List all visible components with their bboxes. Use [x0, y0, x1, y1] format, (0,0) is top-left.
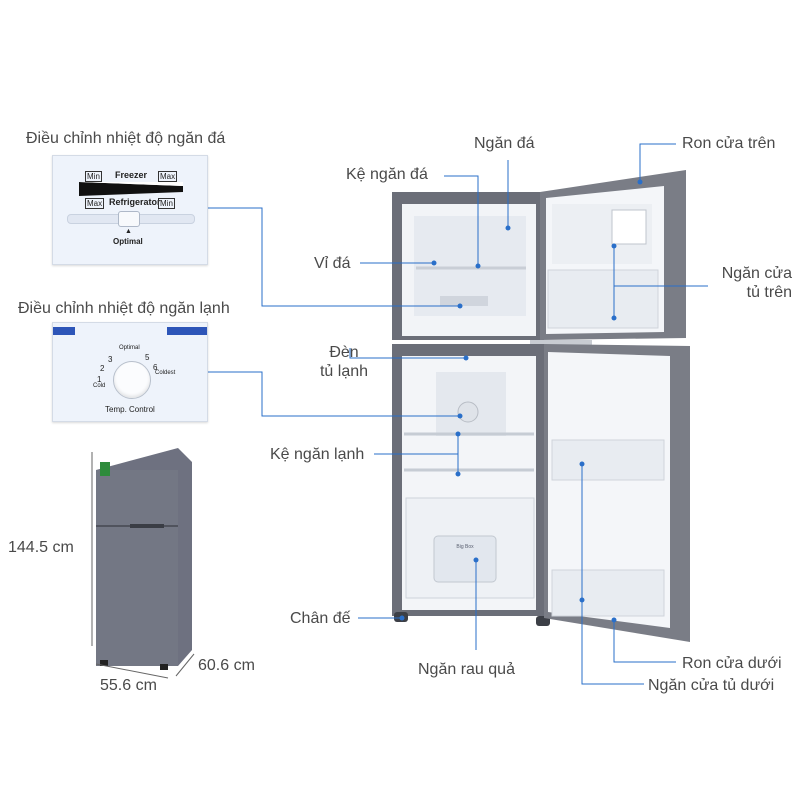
- freezer-gradient-bar: [79, 182, 183, 196]
- freezer-min-label: Min: [85, 171, 102, 182]
- freezer-optimal-label: Optimal: [113, 237, 143, 246]
- label-light: Đèn tủ lạnh: [304, 343, 384, 381]
- freezer-title: Freezer: [115, 170, 148, 180]
- dial-optimal-label: Optimal: [119, 345, 140, 351]
- dial-mark-2: 2: [100, 364, 105, 373]
- fridge-control-panel: 1 Cold 2 3 Optimal 5 6 Coldest Temp. Con…: [52, 322, 208, 422]
- fridge-panel-strip-right: [167, 327, 207, 335]
- dial-coldest-label: Coldest: [155, 370, 176, 376]
- fridge-temp-control-label: Điều chỉnh nhiệt độ ngăn lạnh: [18, 300, 230, 317]
- freezer-optimal-marker-icon: ▲: [125, 228, 132, 235]
- label-top-door-bin-line1: Ngăn cửa: [721, 265, 792, 282]
- refrigerator-title: Refrigerator: [109, 197, 161, 207]
- label-bottom-door-bin: Ngăn cửa tủ dưới: [648, 677, 775, 694]
- label-top-door-bin-line2: tủ trên: [746, 284, 792, 301]
- label-fridge-shelf: Kệ ngăn lạnh: [270, 446, 365, 463]
- label-bottom-door-gasket: Ron cửa dưới: [682, 655, 782, 672]
- svg-text:Big Box: Big Box: [456, 544, 474, 550]
- freezer-slider-knob[interactable]: [118, 211, 140, 227]
- temp-dial[interactable]: [113, 361, 151, 399]
- label-light-line2: tủ lạnh: [319, 363, 369, 380]
- label-freezer-shelf: Kệ ngăn đá: [346, 166, 428, 183]
- dimension-depth: 60.6 cm: [198, 657, 255, 674]
- label-top-door-bin: Ngăn cửa tủ trên: [700, 264, 792, 302]
- temp-control-label: Temp. Control: [105, 405, 155, 414]
- label-top-door-gasket: Ron cửa trên: [682, 135, 776, 152]
- label-light-line1: Đèn: [329, 344, 359, 361]
- dial-cold-label: Cold: [93, 383, 106, 389]
- label-ice-tray: Vỉ đá: [314, 255, 351, 272]
- dial-mark-5: 5: [145, 353, 150, 362]
- freezer-control-panel: Min Freezer Max Max Refrigerator Min ▲ O…: [52, 155, 208, 265]
- refrigerator-min-label: Min: [158, 198, 175, 209]
- freezer-max-label: Max: [158, 171, 178, 182]
- freezer-temp-control-label: Điều chỉnh nhiệt độ ngăn đá: [26, 130, 226, 147]
- refrigerator-max-label: Max: [85, 198, 105, 209]
- dimension-width: 55.6 cm: [100, 677, 157, 694]
- label-base-feet: Chân đế: [290, 610, 351, 627]
- dial-mark-1: 1: [97, 375, 102, 384]
- dial-mark-3: 3: [108, 355, 113, 364]
- fridge-panel-strip-left: [53, 327, 75, 335]
- dimension-height: 144.5 cm: [8, 539, 74, 556]
- label-crisper: Ngăn rau quả: [418, 661, 515, 678]
- label-freezer-compartment: Ngăn đá: [474, 135, 535, 152]
- freezer-slider[interactable]: [67, 211, 195, 227]
- dial-mark-6: 6: [153, 363, 158, 372]
